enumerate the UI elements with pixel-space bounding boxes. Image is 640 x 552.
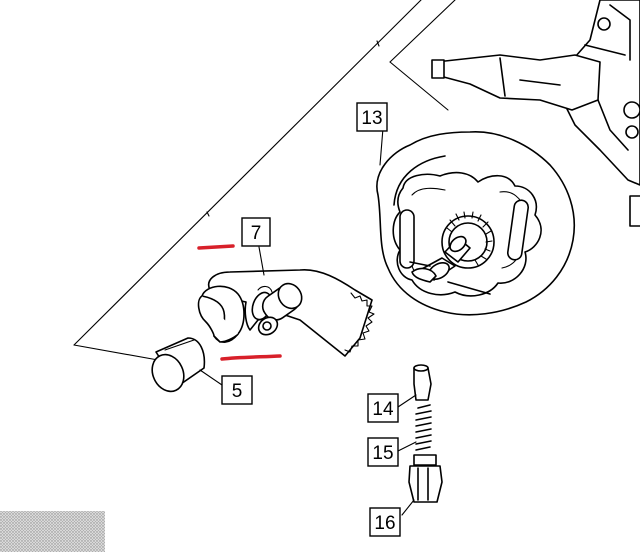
gearbox-housing [431, 0, 640, 227]
callout-13: 13 [356, 102, 388, 132]
callout-label-14: 14 [372, 399, 394, 420]
halftone-patch [0, 511, 105, 552]
callout-15: 15 [367, 437, 399, 467]
cap-part [151, 337, 206, 393]
callout-label-16: 16 [374, 513, 395, 534]
callout-label-5: 5 [232, 381, 243, 402]
callout-7: 7 [241, 217, 271, 247]
callout-5: 5 [221, 375, 253, 405]
callout-14: 14 [367, 393, 399, 423]
red-markup [197, 244, 282, 361]
plate-assembly [376, 131, 576, 316]
panel-outline [73, 0, 456, 361]
callout-label-13: 13 [361, 108, 382, 129]
plunger-spring-plug [408, 364, 443, 503]
leader-lines [199, 127, 417, 516]
shift-fork [197, 269, 375, 357]
callout-16: 16 [369, 507, 401, 537]
callout-label-7: 7 [251, 223, 262, 244]
red-underline-mark [220, 354, 282, 361]
callout-label-15: 15 [372, 443, 393, 464]
red-underline-mark [197, 244, 235, 250]
